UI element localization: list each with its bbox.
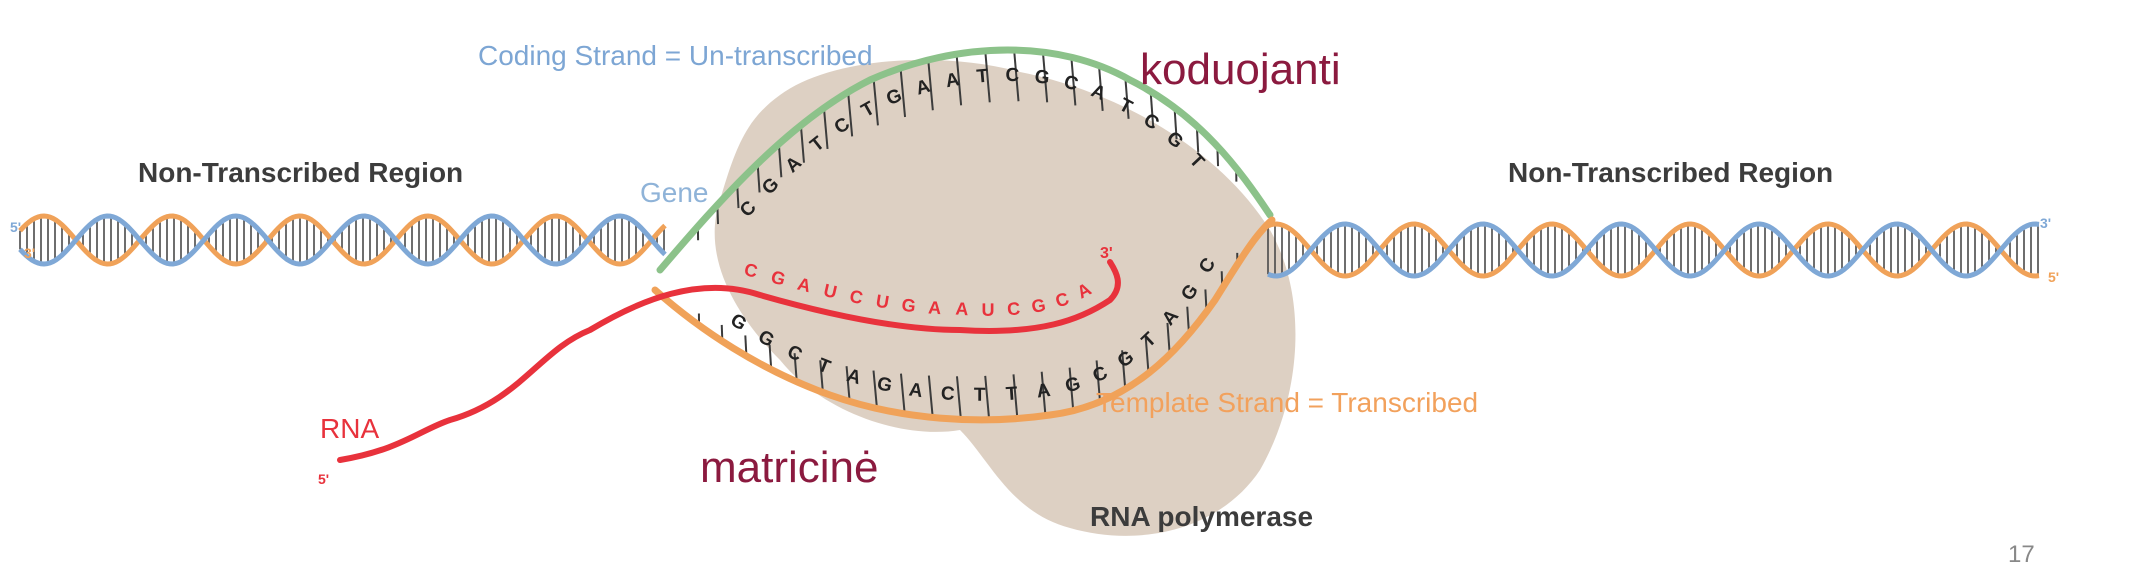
template-base-tick: [1040, 371, 1047, 416]
coding-base-tick: [927, 59, 934, 111]
base-letter: A: [955, 298, 969, 319]
base-letter: G: [1030, 295, 1047, 317]
base-letter: A: [844, 365, 864, 389]
base-letter: G: [769, 267, 788, 290]
coding-strand: [656, 46, 1274, 274]
coding-strand-label: Coding Strand = Un-transcribed: [478, 40, 873, 71]
coding-base-tick: [1124, 77, 1130, 119]
coding-base-tick: [1041, 52, 1049, 103]
left-bottom-end-label: 3': [24, 245, 35, 261]
base-letter: G: [875, 373, 894, 397]
template-base-tick: [819, 360, 824, 393]
helix-blue-backbone: [1267, 221, 2040, 279]
template-base-tick: [955, 376, 962, 420]
coding-base-tick: [847, 91, 854, 137]
template-base-tick: [1121, 350, 1127, 390]
template-base-tick: [984, 375, 991, 420]
non-transcribed-left-label: Non-Transcribed Region: [138, 157, 463, 188]
base-letter: A: [944, 69, 962, 92]
rna-label: RNA: [320, 413, 379, 444]
coding-base-tick: [1173, 107, 1178, 140]
helix-orange-backbone: [18, 213, 667, 267]
matricine-label: matricinė: [700, 443, 879, 492]
coding-base-tick: [984, 50, 991, 103]
base-letter: C: [1062, 72, 1081, 96]
template-base-tick: [768, 344, 773, 370]
coding-base-tick: [1149, 91, 1155, 129]
coding-base-tick: [1013, 49, 1020, 102]
base-letter: A: [908, 379, 925, 402]
non-transcribed-right-label: Non-Transcribed Region: [1508, 157, 1833, 188]
rna-start-end-label: 5': [318, 471, 329, 487]
gene-label: Gene: [640, 177, 709, 208]
coding-base-tick: [777, 143, 783, 178]
base-letter: C: [1005, 65, 1019, 86]
base-letter: G: [901, 295, 917, 317]
base-letter: A: [795, 274, 813, 297]
base-letter: C: [1006, 298, 1020, 319]
open-bubble-base-pairs: [696, 49, 1239, 420]
rna-strand: [337, 259, 1121, 463]
base-letter: U: [874, 291, 890, 313]
base-letter: U: [981, 300, 994, 320]
coding-base-tick: [899, 67, 907, 118]
rna-polymerase-blob: [714, 59, 1296, 536]
base-letter: C: [940, 383, 955, 405]
rna-end-end-label: 3': [1100, 245, 1113, 262]
coding-base-tick: [1098, 65, 1104, 111]
template-strand: [651, 216, 1276, 424]
template-base-tick: [899, 373, 906, 414]
coding-base-tick: [872, 78, 879, 126]
right-bottom-end-label: 5': [2048, 269, 2059, 285]
coding-base-tick: [955, 54, 963, 106]
right-top-end-label: 3': [2040, 215, 2051, 231]
dna-helix-right: [1267, 221, 2040, 279]
base-letter: C: [1053, 288, 1072, 311]
base-letter: T: [1005, 383, 1018, 405]
base-letter: A: [914, 76, 933, 100]
base-letter: C: [742, 259, 759, 281]
rna-polymerase-label: RNA polymerase: [1090, 501, 1313, 532]
base-letter: G: [1033, 66, 1050, 89]
helix-orange-backbone: [1267, 221, 2040, 279]
coding-base-tick: [799, 125, 805, 163]
base-letter: T: [974, 385, 986, 406]
base-letter: A: [1035, 380, 1052, 403]
template-base-tick: [1012, 374, 1019, 419]
template-base-tick: [1144, 337, 1150, 374]
base-letter: A: [928, 297, 942, 318]
base-letter: G: [884, 85, 905, 110]
coding-base-tick: [756, 163, 761, 193]
base-letter: G: [1063, 373, 1083, 397]
base-letter: C: [848, 286, 865, 308]
base-letter: T: [976, 66, 990, 88]
koduojanti-label: koduojanti: [1140, 45, 1341, 94]
template-base-tick: [1166, 322, 1171, 355]
template-base-tick: [1095, 360, 1102, 402]
template-base-tick: [845, 366, 851, 402]
coding-base-tick: [1070, 57, 1077, 106]
dna-helix-left: [18, 213, 667, 267]
template-base-tick: [1068, 367, 1075, 411]
template-base-tick: [872, 370, 878, 409]
base-letter: U: [822, 280, 839, 302]
coding-base-tick: [822, 107, 829, 150]
template-base-tick: [793, 353, 798, 382]
helix-blue-backbone: [18, 213, 667, 267]
page-number: 17: [2008, 541, 2035, 566]
template-base-tick: [927, 375, 934, 418]
template-strand-label: Template Strand = Transcribed: [1096, 387, 1478, 418]
left-top-end-label: 5': [10, 219, 21, 235]
